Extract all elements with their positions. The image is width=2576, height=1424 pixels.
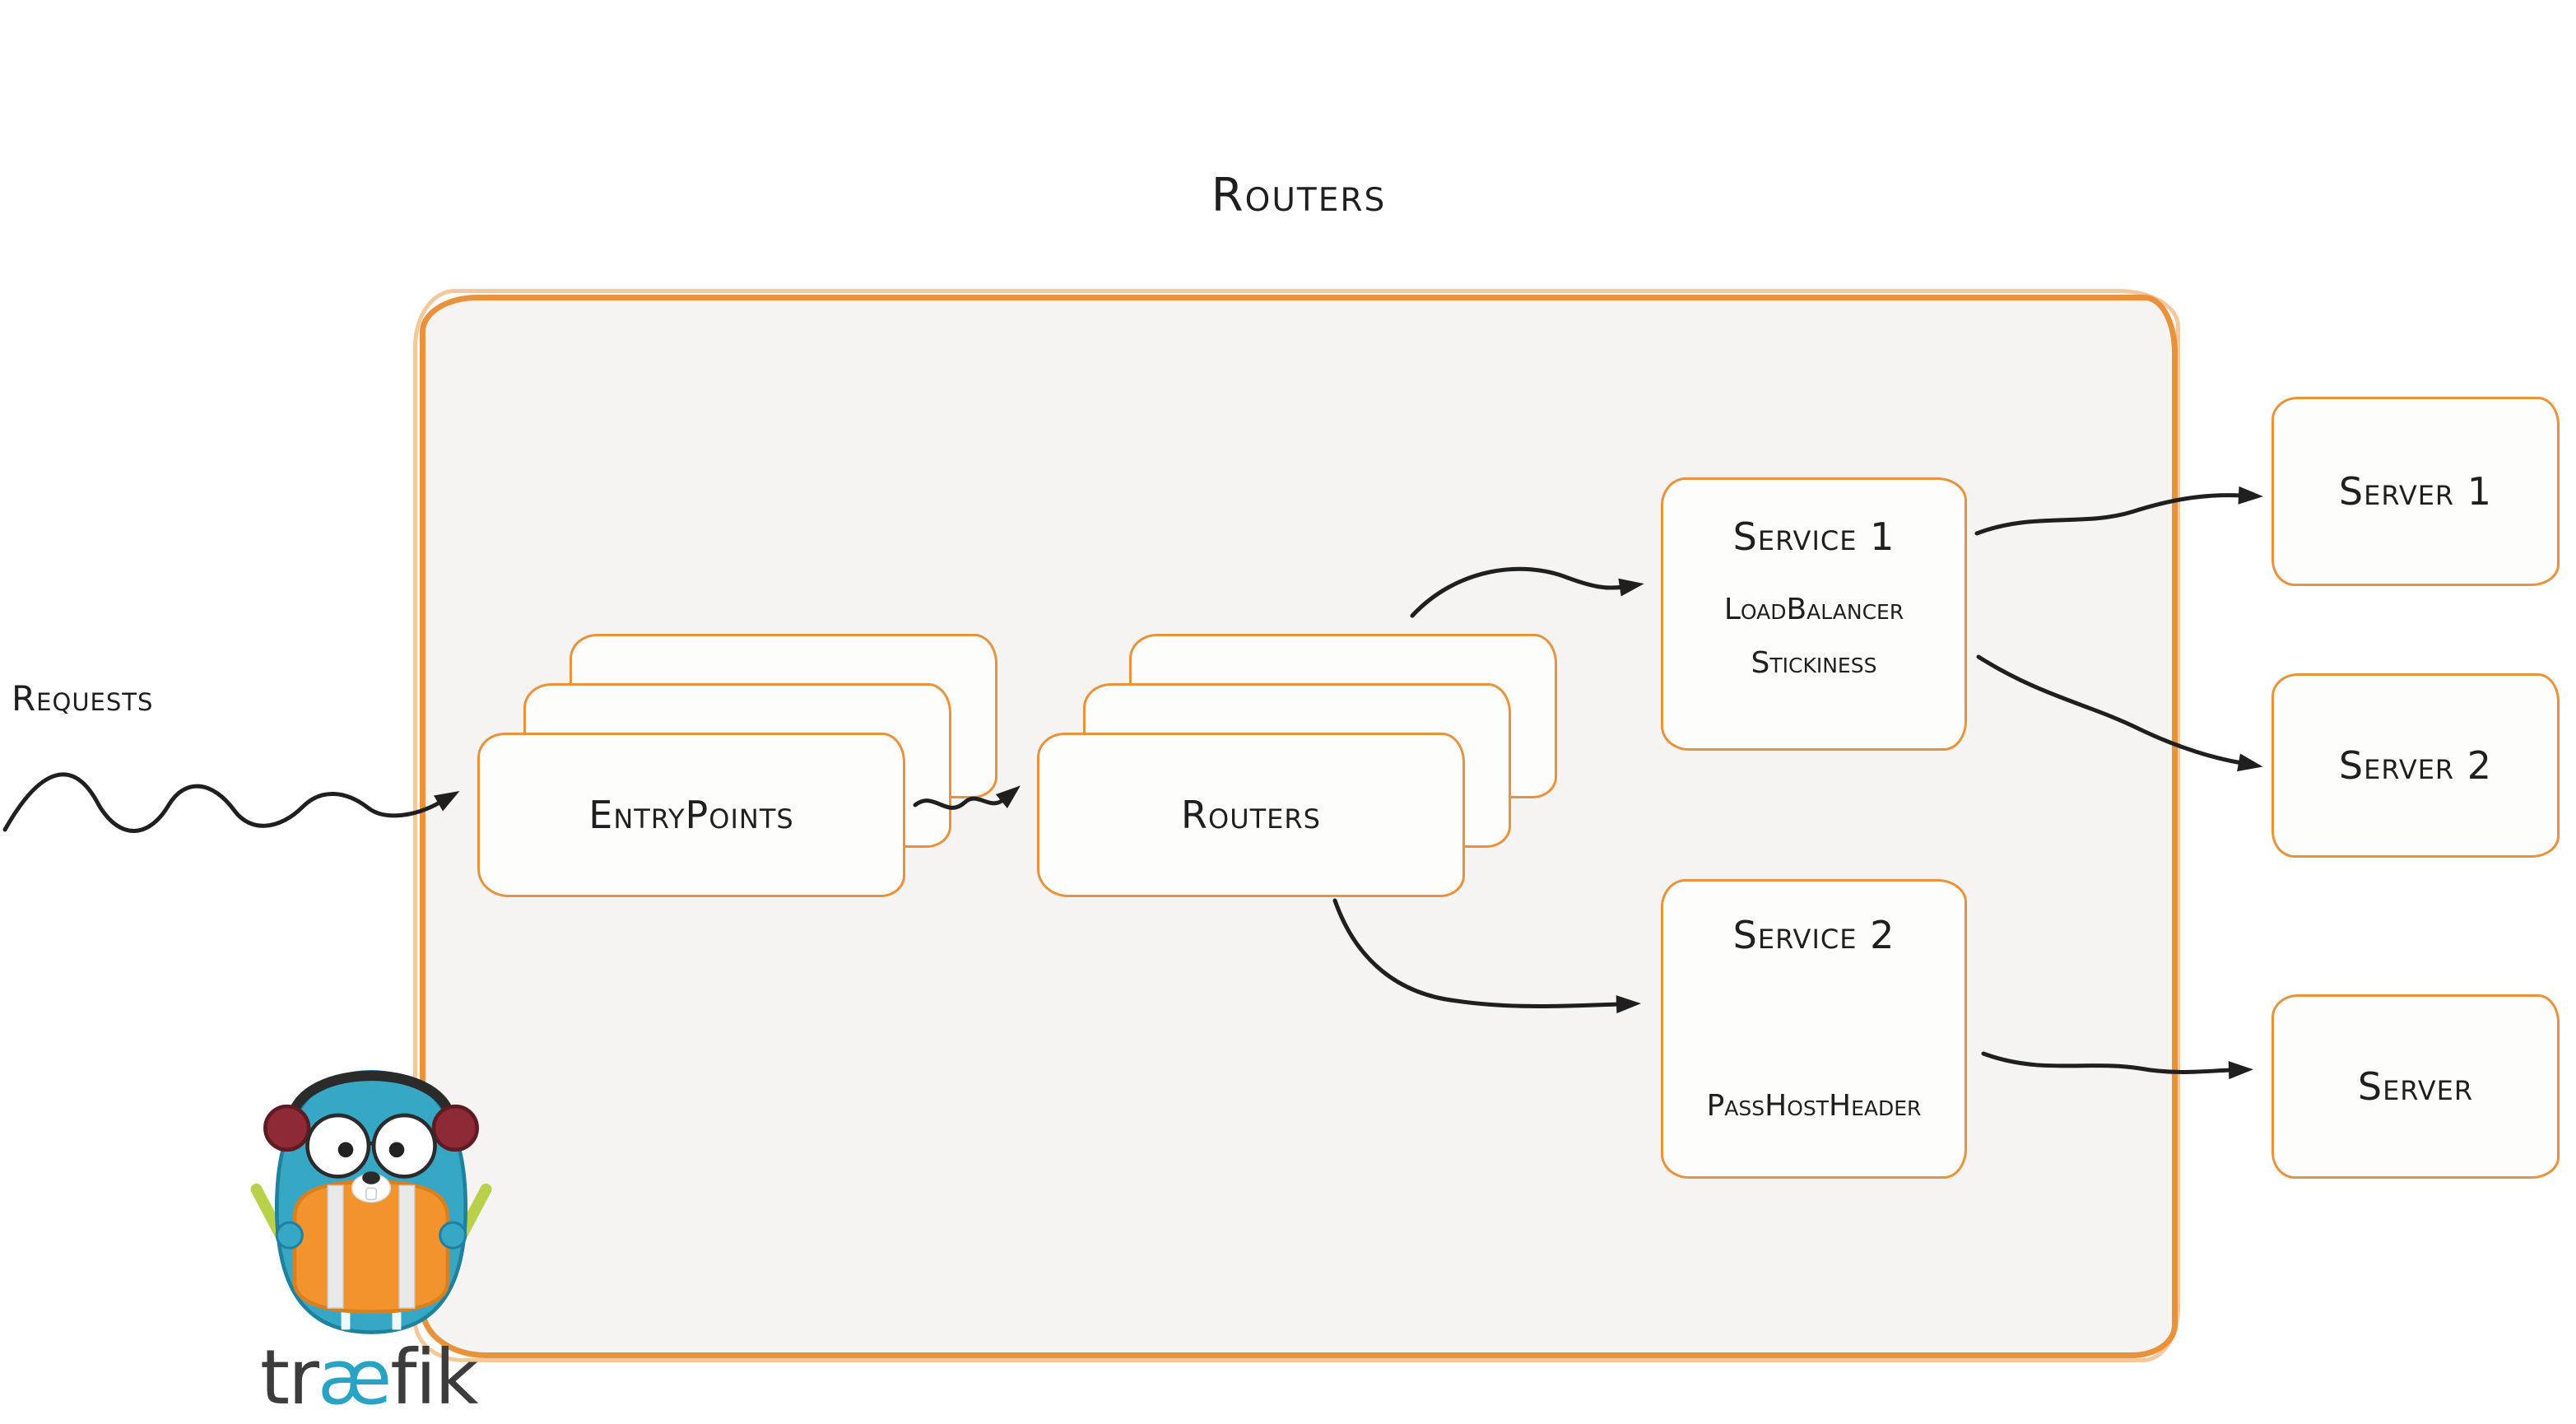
routers-label: Routers (1181, 793, 1321, 837)
server3-label: Server (2357, 1064, 2474, 1109)
wordmark-suffix: fik (390, 1333, 478, 1422)
diagram-title: Routers (1211, 169, 1387, 222)
service2-box: Service 2 PassHostHeader (1661, 879, 1967, 1179)
service2-title: Service 2 (1732, 913, 1895, 957)
wordmark-prefix: tr (260, 1333, 319, 1422)
wordmark-ligature: æ (317, 1333, 392, 1422)
entrypoints-card: EntryPoints (477, 733, 905, 897)
traefik-wordmark: træfik (260, 1340, 478, 1416)
entrypoints-label: EntryPoints (588, 793, 794, 837)
routers-card: Routers (1037, 733, 1465, 897)
requests-label: Requests (12, 678, 154, 719)
server1-label: Server 1 (2338, 469, 2493, 514)
arrow-requests-to-entrypoints (2, 772, 460, 833)
server3-box: Server (2271, 994, 2560, 1179)
routers-stack: Routers (1037, 634, 1564, 899)
service2-feature-passhostheader: PassHostHeader (1706, 1089, 1922, 1124)
traefik-gopher-logo (250, 1069, 492, 1334)
service1-box: Service 1 LoadBalancer Stickiness (1661, 477, 1967, 751)
service1-title: Service 1 (1732, 514, 1895, 559)
server1-box: Server 1 (2271, 397, 2560, 586)
service1-feature-stickiness: Stickiness (1751, 645, 1877, 680)
service1-feature-loadbalancer: LoadBalancer (1723, 593, 1904, 626)
server2-label: Server 2 (2338, 743, 2493, 788)
entrypoints-stack: EntryPoints (477, 634, 1004, 899)
server2-box: Server 2 (2271, 673, 2560, 858)
service1-features: LoadBalancer Stickiness (1724, 584, 1904, 691)
